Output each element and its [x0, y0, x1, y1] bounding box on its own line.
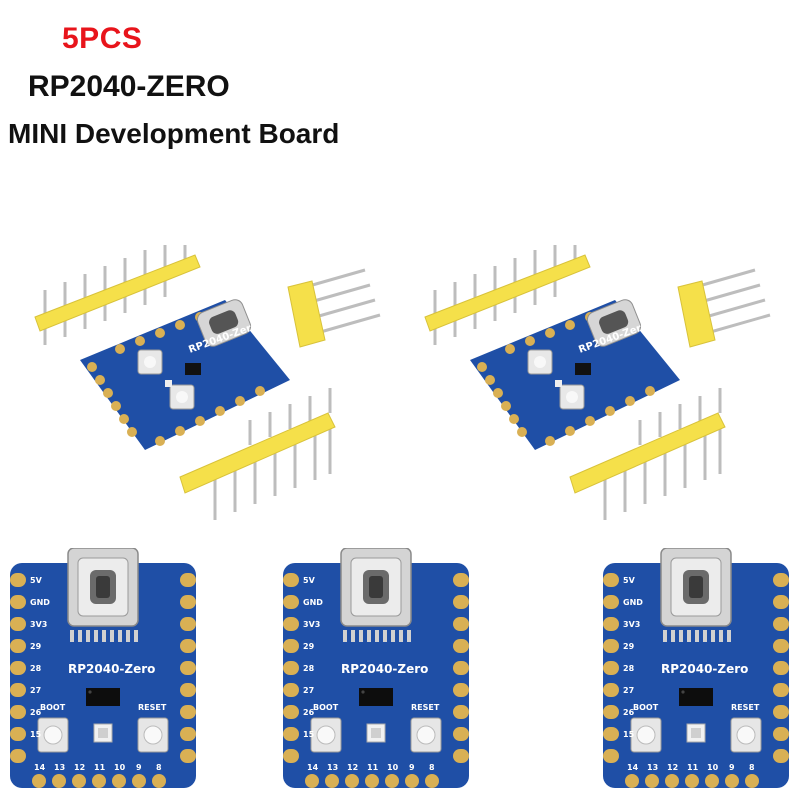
- pin-label: 11: [94, 763, 106, 772]
- pin-label: 5V: [30, 576, 43, 585]
- pin-label: 3V3: [303, 620, 320, 629]
- pin-label: 13: [54, 763, 65, 772]
- reset-label: RESET: [138, 703, 167, 712]
- boot-label: BOOT: [40, 703, 66, 712]
- pin-label: 9: [729, 763, 735, 772]
- pin-label: 15: [623, 730, 635, 739]
- board-front-view-3: RP2040-Zero BOOT RESET 5V GND 3V3 29 28 …: [603, 548, 789, 789]
- pin-label: 28: [30, 664, 42, 673]
- pin-label: 29: [623, 642, 635, 651]
- pin-label: 27: [303, 686, 314, 695]
- quantity-label: 5PCS: [62, 22, 143, 55]
- pin-label: 28: [623, 664, 635, 673]
- pin-label: 12: [347, 763, 358, 772]
- pin-label: 10: [707, 763, 719, 772]
- pin-label: 12: [667, 763, 678, 772]
- pin-header-4: [677, 268, 771, 348]
- pcb: RP2040-Zero: [80, 299, 290, 450]
- pin-label: 14: [307, 763, 319, 772]
- pin-label: 3V3: [623, 620, 640, 629]
- pin-label: GND: [623, 598, 643, 607]
- pin-label: 13: [327, 763, 338, 772]
- pin-label: 8: [156, 763, 162, 772]
- product-name: RP2040-ZERO: [28, 70, 230, 103]
- pin-label: 3V3: [30, 620, 47, 629]
- pin-label: 12: [74, 763, 85, 772]
- pin-label: 29: [303, 642, 315, 651]
- pin-label: 27: [30, 686, 41, 695]
- board-silkscreen-label: RP2040-Zero: [661, 662, 748, 676]
- pin-label: 11: [687, 763, 699, 772]
- pin-label: 15: [30, 730, 42, 739]
- board-front-view-1: RP2040-Zero BOOT RESET 5V GND 3V3 29 28 …: [10, 548, 196, 789]
- reset-label: RESET: [411, 703, 440, 712]
- pin-label: 8: [429, 763, 435, 772]
- board-front-view-2: RP2040-Zero BOOT RESET 5V GND 3V3 29 28 …: [283, 548, 469, 789]
- pin-header-10: [569, 388, 726, 520]
- pin-label: 29: [30, 642, 42, 651]
- product-description: MINI Development Board: [8, 118, 340, 149]
- board-kit-angled-right: RP2040-Zero: [424, 245, 771, 520]
- board-silkscreen-label: RP2040-Zero: [68, 662, 155, 676]
- boot-label: BOOT: [313, 703, 339, 712]
- pin-label: 26: [303, 708, 315, 717]
- pin-label: 10: [387, 763, 399, 772]
- pcb: RP2040-Zero: [470, 299, 680, 450]
- pin-header-9: [424, 245, 591, 345]
- pin-label: 14: [34, 763, 46, 772]
- pin-label: 11: [367, 763, 379, 772]
- pin-label: 14: [627, 763, 639, 772]
- pin-label: 15: [303, 730, 315, 739]
- pin-label: 5V: [623, 576, 636, 585]
- board-silkscreen-label: RP2040-Zero: [341, 662, 428, 676]
- pin-label: 9: [409, 763, 415, 772]
- pin-label: 26: [30, 708, 42, 717]
- pin-label: 13: [647, 763, 658, 772]
- pin-label: 9: [136, 763, 142, 772]
- reset-label: RESET: [731, 703, 760, 712]
- pin-label: GND: [303, 598, 323, 607]
- pin-label: 26: [623, 708, 635, 717]
- pin-header-9: [34, 245, 201, 345]
- pin-header-4: [287, 268, 381, 348]
- boot-label: BOOT: [633, 703, 659, 712]
- pin-label: 5V: [303, 576, 316, 585]
- pin-label: 10: [114, 763, 126, 772]
- pin-label: 8: [749, 763, 755, 772]
- pin-label: 28: [303, 664, 315, 673]
- board-kit-angled-left: RP2040-Zero: [34, 245, 381, 520]
- pin-label: GND: [30, 598, 50, 607]
- pin-label: 27: [623, 686, 634, 695]
- pin-header-10: [179, 388, 336, 520]
